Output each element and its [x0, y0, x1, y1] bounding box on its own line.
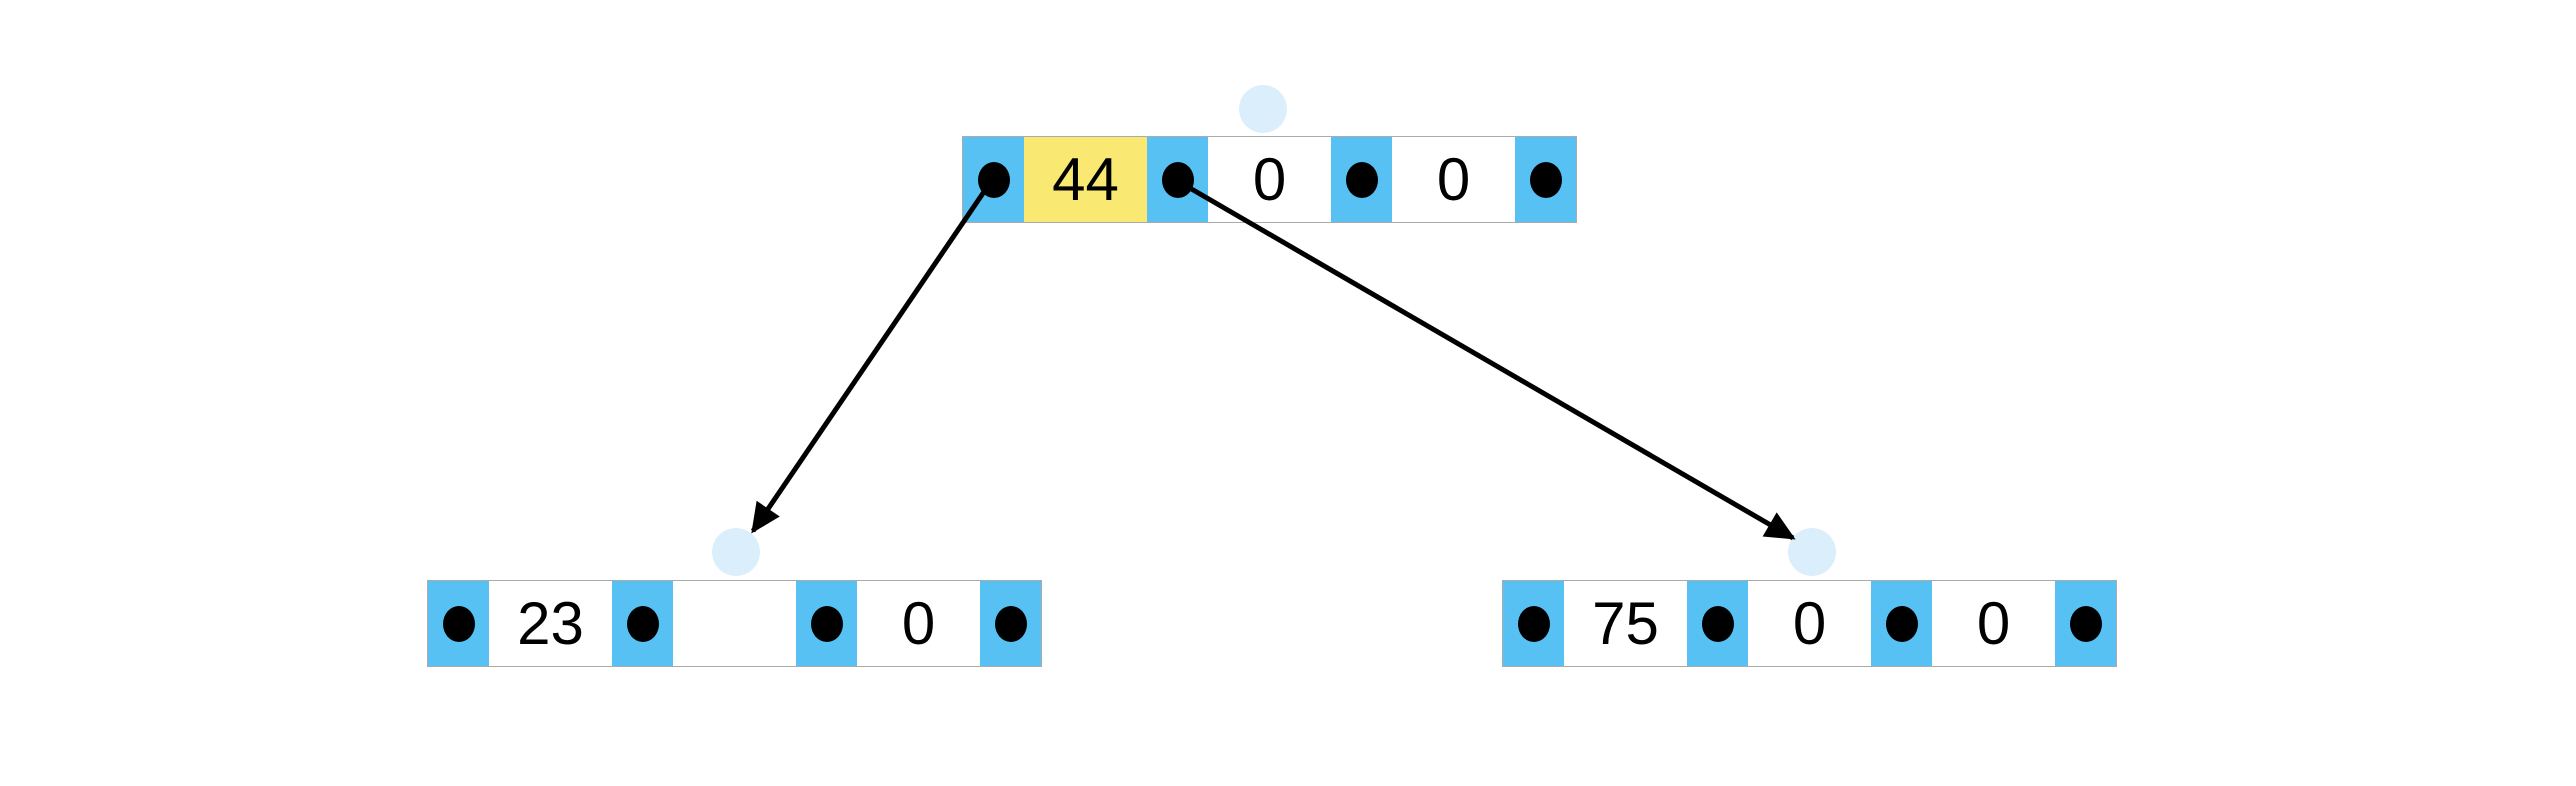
key-cell: 0	[1392, 137, 1515, 222]
pointer-cell	[428, 581, 489, 666]
pointer-cell	[1515, 137, 1576, 222]
pointer-dot	[626, 605, 659, 642]
pointer-cell	[1331, 137, 1392, 222]
pointer-cell	[1147, 137, 1208, 222]
pointer-dot	[2069, 605, 2102, 642]
pointer-dot	[1161, 161, 1194, 198]
btree-node-left-child: 23 0	[427, 580, 1042, 667]
pointer-cell	[1503, 581, 1564, 666]
pointer-dot	[1529, 161, 1562, 198]
pointer-dot	[442, 605, 475, 642]
key-cell: 23	[489, 581, 612, 666]
ghost-marker-left-child	[712, 528, 760, 576]
pointer-dot	[994, 605, 1027, 642]
key-cell-highlighted: 44	[1024, 137, 1147, 222]
pointer-cell	[612, 581, 673, 666]
key-cell: 75	[1564, 581, 1687, 666]
key-cell-empty	[673, 581, 796, 666]
edge-arrow-root-to-left-child	[750, 178, 995, 534]
pointer-dot	[1345, 161, 1378, 198]
key-cell: 0	[857, 581, 980, 666]
btree-node-root: 44 0 0	[962, 136, 1577, 223]
key-cell: 0	[1208, 137, 1331, 222]
pointer-cell	[963, 137, 1024, 222]
pointer-cell	[980, 581, 1041, 666]
pointer-dot	[1517, 605, 1550, 642]
ghost-marker-right-child	[1788, 528, 1836, 576]
key-cell: 0	[1748, 581, 1871, 666]
pointer-cell	[2055, 581, 2116, 666]
pointer-cell	[796, 581, 857, 666]
pointer-cell	[1687, 581, 1748, 666]
pointer-cell	[1871, 581, 1932, 666]
btree-node-right-child: 75 0 0	[1502, 580, 2117, 667]
pointer-dot	[1701, 605, 1734, 642]
key-cell: 0	[1932, 581, 2055, 666]
pointer-dot	[977, 161, 1010, 198]
edge-arrow-root-to-right-child	[1174, 177, 1796, 541]
ghost-marker-root	[1239, 85, 1287, 133]
pointer-dot	[1885, 605, 1918, 642]
pointer-dot	[810, 605, 843, 642]
